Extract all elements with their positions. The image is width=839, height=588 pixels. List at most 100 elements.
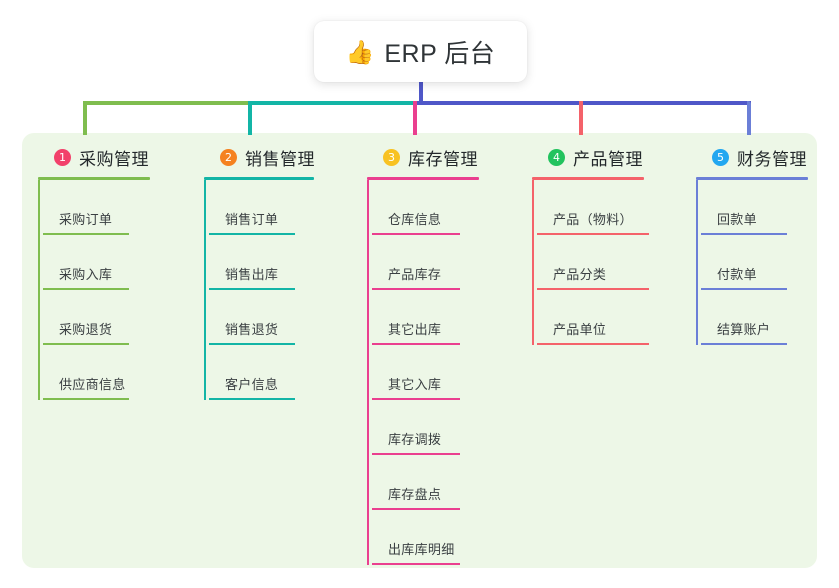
branch-item-label: 其它入库: [388, 377, 442, 392]
branch-item-underline: [372, 233, 460, 235]
branch-item-underline: [537, 233, 649, 235]
branch-item-label: 销售退货: [225, 322, 279, 337]
branch-item-underline: [372, 453, 460, 455]
branch-item[interactable]: 销售退货: [207, 290, 352, 345]
branch-item[interactable]: 回款单: [699, 180, 839, 235]
branch-item[interactable]: 供应商信息: [41, 345, 186, 400]
branch-item-label: 供应商信息: [59, 377, 126, 392]
branch-item-underline: [209, 233, 295, 235]
connector-stem: [248, 101, 252, 135]
root-node-card[interactable]: 👍 ERP 后台: [314, 21, 527, 82]
branch-item-list: 产品（物料） 产品分类产品单位: [532, 180, 682, 345]
branch-item[interactable]: 产品库存: [370, 235, 517, 290]
branch-header-3[interactable]: 3 库存管理: [367, 145, 517, 169]
branch-underline: [38, 177, 150, 180]
branch-item-underline: [209, 398, 295, 400]
branch-item-underline: [701, 343, 787, 345]
branch-underline: [532, 177, 644, 180]
branch-item-list: 采购订单采购入库采购退货供应商信息: [38, 180, 186, 400]
branch-item-label: 销售出库: [225, 267, 279, 282]
branch-item[interactable]: 采购退货: [41, 290, 186, 345]
branch-item-label: 产品分类: [553, 267, 607, 282]
branch-item-label: 销售订单: [225, 212, 279, 227]
branch-item-underline: [537, 288, 649, 290]
branch-item[interactable]: 客户信息: [207, 345, 352, 400]
branch-title: 库存管理: [408, 149, 478, 169]
branch-underline: [204, 177, 314, 180]
branch-item-label: 采购退货: [59, 322, 113, 337]
branch-item-underline: [537, 343, 649, 345]
branch-item-label: 采购订单: [59, 212, 113, 227]
branch-number-badge: 4: [548, 148, 565, 166]
branch-item[interactable]: 库存调拨: [370, 400, 517, 455]
connector-segment: [248, 101, 413, 105]
branch-spine-line: [696, 180, 698, 345]
connector-stem: [579, 101, 583, 135]
branch-header-1[interactable]: 1 采购管理: [38, 145, 186, 169]
root-node-title: ERP 后台: [384, 39, 496, 68]
branch-item-label: 库存调拨: [388, 432, 442, 447]
root-trunk-line: [419, 82, 423, 105]
branch-item-underline: [43, 398, 129, 400]
branch-item-underline: [209, 288, 295, 290]
branch-item-underline: [209, 343, 295, 345]
branch-item-underline: [372, 563, 460, 565]
branch-item-label: 客户信息: [225, 377, 279, 392]
branch-underline: [367, 177, 479, 180]
branch-number-badge: 5: [712, 148, 729, 166]
branch-item-underline: [372, 398, 460, 400]
branch-item-label: 仓库信息: [388, 212, 442, 227]
branches-panel: [22, 133, 817, 568]
branch-item[interactable]: 采购订单: [41, 180, 186, 235]
branch-item[interactable]: 产品分类: [535, 235, 682, 290]
branch-title: 采购管理: [79, 149, 149, 169]
branch-item-label: 回款单: [717, 212, 757, 227]
branch-item[interactable]: 产品（物料）: [535, 180, 682, 235]
branch-column-3: 3 库存管理仓库信息产品库存其它出库其它入库库存调拨库存盘点出库库明细: [367, 145, 517, 565]
branch-column-4: 4 产品管理产品（物料） 产品分类产品单位: [532, 145, 682, 345]
branch-item-label: 结算账户: [717, 322, 771, 337]
branch-item[interactable]: 销售出库: [207, 235, 352, 290]
branch-number-badge: 2: [220, 148, 237, 166]
branch-item-label: 付款单: [717, 267, 757, 282]
branch-item[interactable]: 付款单: [699, 235, 839, 290]
branch-spine-line: [367, 180, 369, 565]
branch-item[interactable]: 库存盘点: [370, 455, 517, 510]
branch-item[interactable]: 产品单位: [535, 290, 682, 345]
branch-spine-line: [532, 180, 534, 345]
branch-header-4[interactable]: 4 产品管理: [532, 145, 682, 169]
branch-item[interactable]: 销售订单: [207, 180, 352, 235]
branch-item[interactable]: 仓库信息: [370, 180, 517, 235]
branch-item-label: 产品库存: [388, 267, 442, 282]
branch-number-badge: 3: [383, 148, 400, 166]
branch-number-badge: 1: [54, 148, 71, 166]
branch-title: 产品管理: [573, 149, 643, 169]
branch-item-label: 采购入库: [59, 267, 113, 282]
branch-spine-line: [204, 180, 206, 400]
branch-header-2[interactable]: 2 销售管理: [204, 145, 352, 169]
branch-item-underline: [372, 343, 460, 345]
branch-item-underline: [43, 288, 129, 290]
branch-item[interactable]: 采购入库: [41, 235, 186, 290]
branch-title: 销售管理: [245, 149, 315, 169]
branch-item[interactable]: 其它入库: [370, 345, 517, 400]
branch-column-1: 1 采购管理采购订单采购入库采购退货供应商信息: [38, 145, 186, 400]
branch-item-underline: [701, 233, 787, 235]
branch-item-underline: [43, 233, 129, 235]
branch-spine-line: [38, 180, 40, 400]
connector-stem: [83, 101, 87, 135]
branch-item[interactable]: 结算账户: [699, 290, 839, 345]
connector-stem: [747, 101, 751, 135]
branch-item-label: 库存盘点: [388, 487, 442, 502]
branch-item-list: 仓库信息产品库存其它出库其它入库库存调拨库存盘点出库库明细: [367, 180, 517, 565]
branch-item[interactable]: 其它出库: [370, 290, 517, 345]
branch-item-label: 其它出库: [388, 322, 442, 337]
branch-column-2: 2 销售管理销售订单销售出库销售退货客户信息: [204, 145, 352, 400]
branch-item-list: 销售订单销售出库销售退货客户信息: [204, 180, 352, 400]
connector-segment: [83, 101, 248, 105]
branch-item-underline: [372, 508, 460, 510]
branch-item[interactable]: 出库库明细: [370, 510, 517, 565]
